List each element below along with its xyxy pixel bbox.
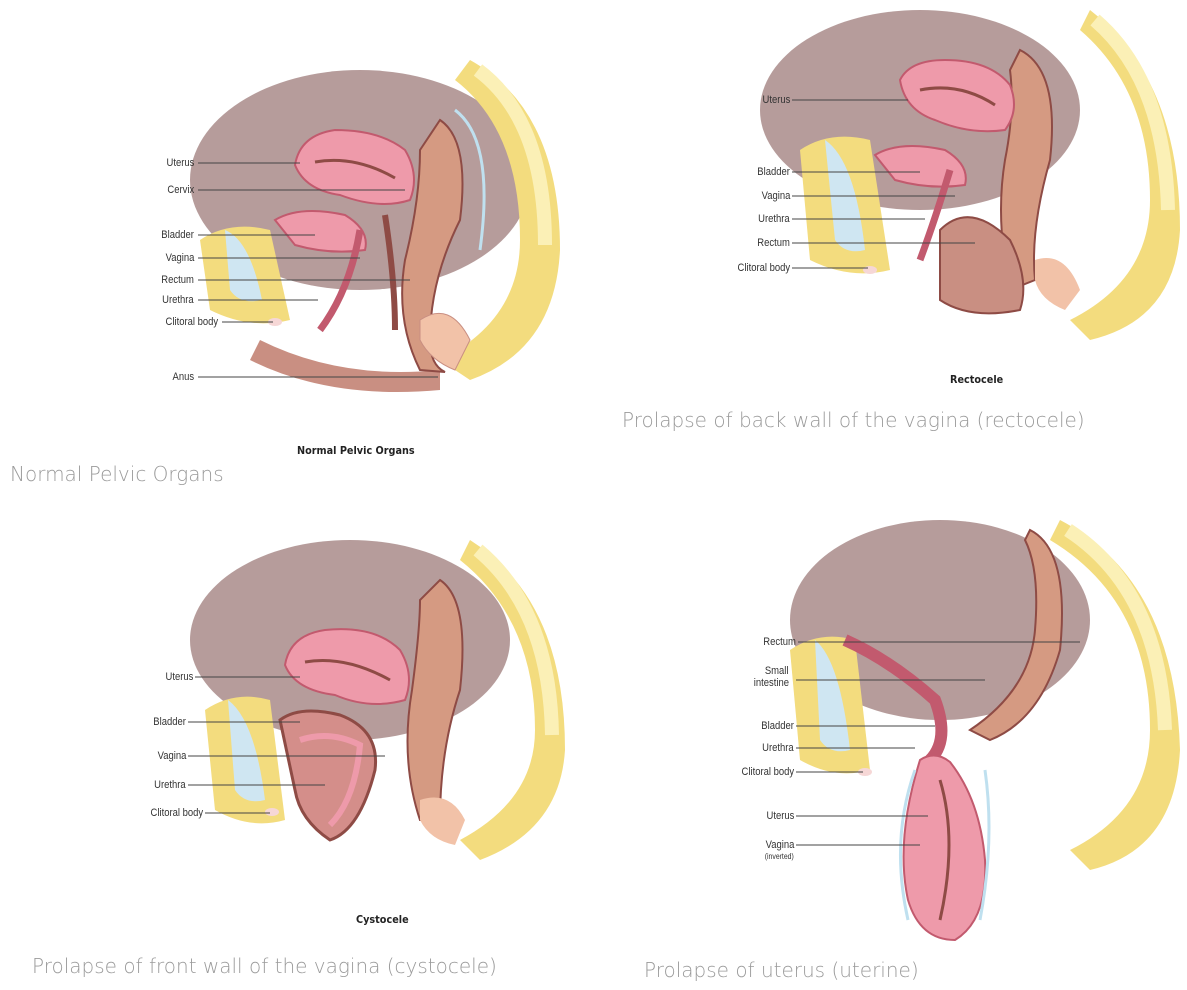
caption-cystocele-small: Cystocele — [356, 913, 409, 926]
label-clitoral-body: Clitoral body — [150, 807, 203, 819]
label-bladder: Bladder — [757, 166, 790, 178]
caption-normal-large: Normal Pelvic Organs — [10, 462, 224, 486]
label-uterus: Uterus — [165, 671, 193, 683]
label-anus: Anus — [172, 371, 194, 383]
label-inverted: (inverted) — [765, 851, 794, 863]
label-uterus: Uterus — [166, 157, 194, 169]
label-rectum: Rectum — [161, 274, 194, 286]
label-vagina: Vagina — [765, 839, 794, 851]
label-vagina: Vagina — [165, 252, 194, 264]
label-vagina: Vagina — [157, 750, 186, 762]
label-uterus: Uterus — [766, 810, 794, 822]
panel-uterine: Rectum Small intestine Bladder Urethra C… — [590, 500, 1187, 990]
label-cervix: Cervix — [167, 184, 194, 196]
label-small: Small — [765, 665, 789, 677]
label-rectum: Rectum — [757, 237, 790, 249]
caption-uterine-large: Prolapse of uterus (uterine) — [644, 958, 919, 982]
label-urethra: Urethra — [762, 742, 794, 754]
uterine-illustration — [590, 500, 1187, 990]
panel-cystocele: Uterus Bladder Vagina Urethra Clitoral b… — [0, 500, 590, 990]
label-vagina: Vagina — [761, 190, 790, 202]
panel-normal: Uterus Cervix Bladder Vagina Rectum Uret… — [0, 0, 590, 490]
caption-normal-small: Normal Pelvic Organs — [297, 444, 415, 457]
label-rectum: Rectum — [763, 636, 796, 648]
label-urethra: Urethra — [162, 294, 194, 306]
cystocele-illustration — [0, 500, 590, 990]
caption-rectocele-large: Prolapse of back wall of the vagina (rec… — [622, 408, 1085, 432]
caption-rectocele-small: Rectocele — [950, 373, 1003, 386]
normal-pelvic-illustration — [0, 0, 590, 490]
label-bladder: Bladder — [153, 716, 186, 728]
caption-cystocele-large: Prolapse of front wall of the vagina (cy… — [32, 954, 497, 978]
label-urethra: Urethra — [154, 779, 186, 791]
label-urethra: Urethra — [758, 213, 790, 225]
label-clitoral-body: Clitoral body — [165, 316, 218, 328]
label-clitoral-body: Clitoral body — [741, 766, 794, 778]
label-bladder: Bladder — [161, 229, 194, 241]
label-intestine: intestine — [754, 677, 789, 689]
panel-rectocele: Uterus Bladder Vagina Urethra Rectum Cli… — [590, 0, 1187, 490]
label-bladder: Bladder — [761, 720, 794, 732]
label-uterus: Uterus — [762, 94, 790, 106]
label-clitoral-body: Clitoral body — [737, 262, 790, 274]
